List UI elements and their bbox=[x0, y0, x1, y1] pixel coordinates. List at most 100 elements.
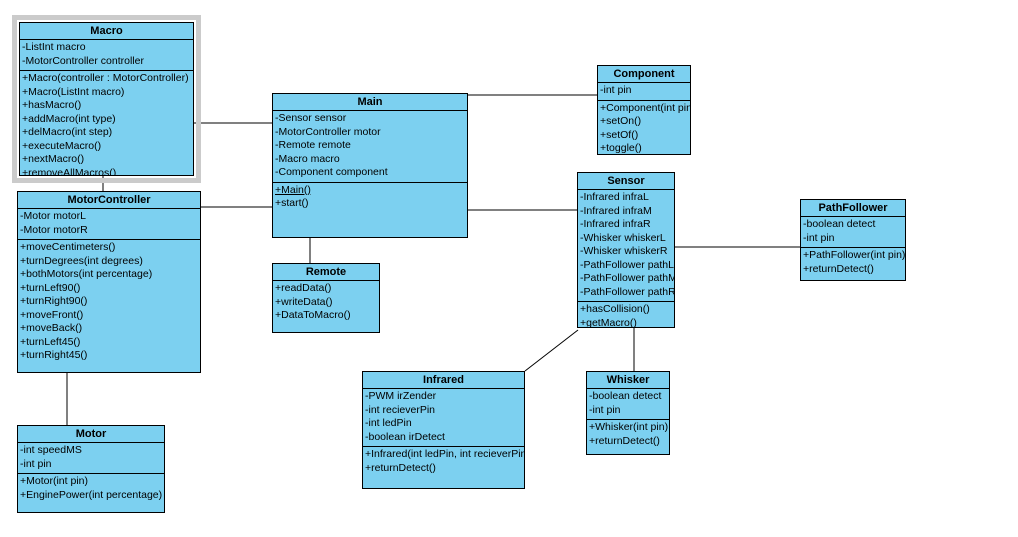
class-title-macro: Macro bbox=[90, 25, 123, 37]
method-row: +delMacro(int step) bbox=[22, 126, 113, 138]
method-row: +hasCollision() bbox=[580, 303, 650, 315]
method-row: +turnLeft45() bbox=[20, 335, 81, 348]
attribute-row: -int pin bbox=[20, 457, 52, 470]
class-whisker[interactable]: Whisker -boolean detect-int pin +Whisker(i… bbox=[586, 371, 670, 455]
method-row: +returnDetect() bbox=[589, 434, 660, 447]
method-row: +getMacro() bbox=[580, 316, 637, 328]
class-sensor[interactable]: Sensor -Infrared infraL-Infrared infraM-I… bbox=[577, 172, 675, 328]
attributes-compartment: -int pin bbox=[598, 82, 690, 100]
method-row: +Component(int pin) bbox=[600, 101, 691, 114]
class-title-infrared: Infrared bbox=[423, 374, 464, 386]
attribute-row: -Motor motorL bbox=[20, 210, 86, 222]
association-sensor-infrared[interactable] bbox=[524, 329, 579, 372]
methods-compartment: +Infrared(int ledPin, int recieverPin)+r… bbox=[363, 446, 524, 488]
class-title-main: Main bbox=[357, 96, 383, 108]
method-row: +Macro(ListInt macro) bbox=[22, 85, 125, 98]
method-row: +hasMacro() bbox=[22, 99, 82, 111]
class-title-remote: Remote bbox=[305, 266, 347, 278]
method-row: +Motor(int pin) bbox=[20, 475, 88, 487]
attribute-row: -Macro macro bbox=[275, 152, 340, 165]
methods-compartment: +Main()+start() bbox=[273, 181, 467, 238]
class-infrared[interactable]: Infrared -PWM irZender-int recieverPin-in… bbox=[362, 371, 525, 489]
class-title-sensor: Sensor bbox=[607, 175, 645, 187]
attributes-compartment: -boolean detect-int pin bbox=[587, 388, 669, 419]
attribute-row: -int ledPin bbox=[365, 417, 412, 429]
class-macro[interactable]: Macro -ListInt macro-MotorController cont… bbox=[12, 15, 201, 183]
method-row: +start() bbox=[275, 197, 309, 209]
attribute-row: -Remote remote bbox=[275, 139, 351, 151]
method-row: +moveCentimeters() bbox=[20, 241, 116, 253]
class-title-motor: Motor bbox=[75, 428, 107, 440]
methods-compartment: +hasCollision()+getMacro() bbox=[578, 301, 674, 328]
attribute-row: -ListInt macro bbox=[22, 41, 86, 53]
method-row: +returnDetect() bbox=[803, 262, 874, 275]
attributes-compartment: -PWM irZender-int recieverPin-int ledPin… bbox=[363, 388, 524, 446]
method-row: +toggle() bbox=[600, 142, 642, 154]
class-remote[interactable]: Remote +readData()+writeData()+DataToMacr… bbox=[272, 263, 380, 333]
class-main[interactable]: Main -Sensor sensor-MotorController motor… bbox=[272, 93, 468, 238]
method-row: +DataToMacro() bbox=[275, 309, 351, 321]
method-row: +removeAllMacros() bbox=[22, 166, 117, 176]
method-row: +readData() bbox=[275, 282, 332, 294]
methods-compartment: +readData()+writeData()+DataToMacro() bbox=[273, 280, 379, 332]
attribute-row: -Infrared infraR bbox=[580, 218, 651, 230]
method-row: +setOn() bbox=[600, 115, 642, 127]
method-row: +turnRight90() bbox=[20, 295, 88, 307]
attribute-row: -MotorController controller bbox=[22, 54, 144, 67]
attributes-compartment: -int speedMS-int pin bbox=[18, 442, 164, 473]
attributes-compartment: -boolean detect-int pin bbox=[801, 216, 905, 247]
attributes-compartment: -Infrared infraL-Infrared infraM-Infrare… bbox=[578, 189, 674, 301]
class-title-motorcontroller: MotorController bbox=[67, 194, 151, 206]
methods-compartment: +Component(int pin)+setOn()+setOf()+togg… bbox=[598, 99, 691, 154]
method-row: +turnRight45() bbox=[20, 349, 88, 361]
attribute-row: -PathFollower pathL bbox=[580, 258, 674, 271]
attribute-row: -Sensor sensor bbox=[275, 112, 347, 124]
method-row: +EnginePower(int percentage) bbox=[20, 488, 163, 501]
method-row: +executeMacro() bbox=[22, 139, 102, 152]
class-component[interactable]: Component -int pin +Component(int pin)+set… bbox=[597, 65, 691, 155]
attribute-row: -int pin bbox=[803, 231, 835, 244]
methods-compartment: +moveCentimeters()+turnDegrees(int degre… bbox=[18, 239, 200, 372]
attributes-compartment: -Sensor sensor-MotorController motor-Rem… bbox=[273, 110, 467, 182]
method-row: +moveBack() bbox=[20, 322, 83, 334]
attribute-row: -Infrared infraL bbox=[580, 191, 649, 203]
attribute-row: -int pin bbox=[600, 84, 632, 96]
method-row: +returnDetect() bbox=[365, 461, 436, 474]
attribute-row: -boolean detect bbox=[803, 218, 876, 230]
class-title-pathfollower: PathFollower bbox=[818, 202, 888, 214]
method-row: +PathFollower(int pin) bbox=[803, 249, 906, 261]
class-title-component: Component bbox=[613, 68, 675, 80]
attribute-row: -Whisker whiskerR bbox=[580, 245, 668, 257]
attribute-row: -int recieverPin bbox=[365, 403, 436, 416]
method-row: +addMacro(int type) bbox=[22, 112, 116, 125]
methods-compartment: +Motor(int pin)+EnginePower(int percenta… bbox=[18, 473, 164, 512]
attributes-compartment: -Motor motorL-Motor motorR bbox=[18, 208, 200, 239]
class-title-whisker: Whisker bbox=[606, 374, 650, 386]
attribute-row: -Motor motorR bbox=[20, 223, 88, 236]
method-row: +turnLeft90() bbox=[20, 281, 81, 294]
attribute-row: -PathFollower pathR bbox=[580, 285, 675, 298]
attribute-row: -int pin bbox=[589, 403, 621, 416]
method-row: +Main() bbox=[275, 183, 311, 196]
attributes-compartment: -ListInt macro-MotorController controlle… bbox=[20, 39, 193, 70]
attribute-row: -int speedMS bbox=[20, 444, 82, 456]
attribute-row: -Infrared infraM bbox=[580, 204, 652, 217]
class-pathfollower[interactable]: PathFollower-boolean detect-int pin+Path… bbox=[800, 199, 906, 281]
methods-compartment: +PathFollower(int pin)+returnDetect() bbox=[801, 247, 905, 280]
method-row: +Infrared(int ledPin, int recieverPin) bbox=[365, 448, 525, 460]
attribute-row: -Component component bbox=[275, 166, 388, 178]
attribute-row: -Whisker whiskerL bbox=[580, 231, 666, 244]
class-motor[interactable]: Motor-int speedMS-int pin+Motor(int pin)… bbox=[17, 425, 165, 513]
method-row: +turnDegrees(int degrees) bbox=[20, 254, 143, 267]
method-row: +moveFront() bbox=[20, 308, 84, 321]
method-row: +Whisker(int pin) bbox=[589, 421, 669, 433]
attribute-row: -MotorController motor bbox=[275, 125, 381, 138]
attribute-row: -boolean irDetect bbox=[365, 430, 445, 443]
attribute-row: -PWM irZender bbox=[365, 390, 437, 402]
methods-compartment: +Macro(controller : MotorController)+Mac… bbox=[20, 70, 193, 176]
class-motorcontroller[interactable]: MotorController -Motor motorL-Motor motor… bbox=[17, 191, 201, 373]
attribute-row: -boolean detect bbox=[589, 390, 662, 402]
attribute-row: -PathFollower pathM bbox=[580, 272, 675, 284]
